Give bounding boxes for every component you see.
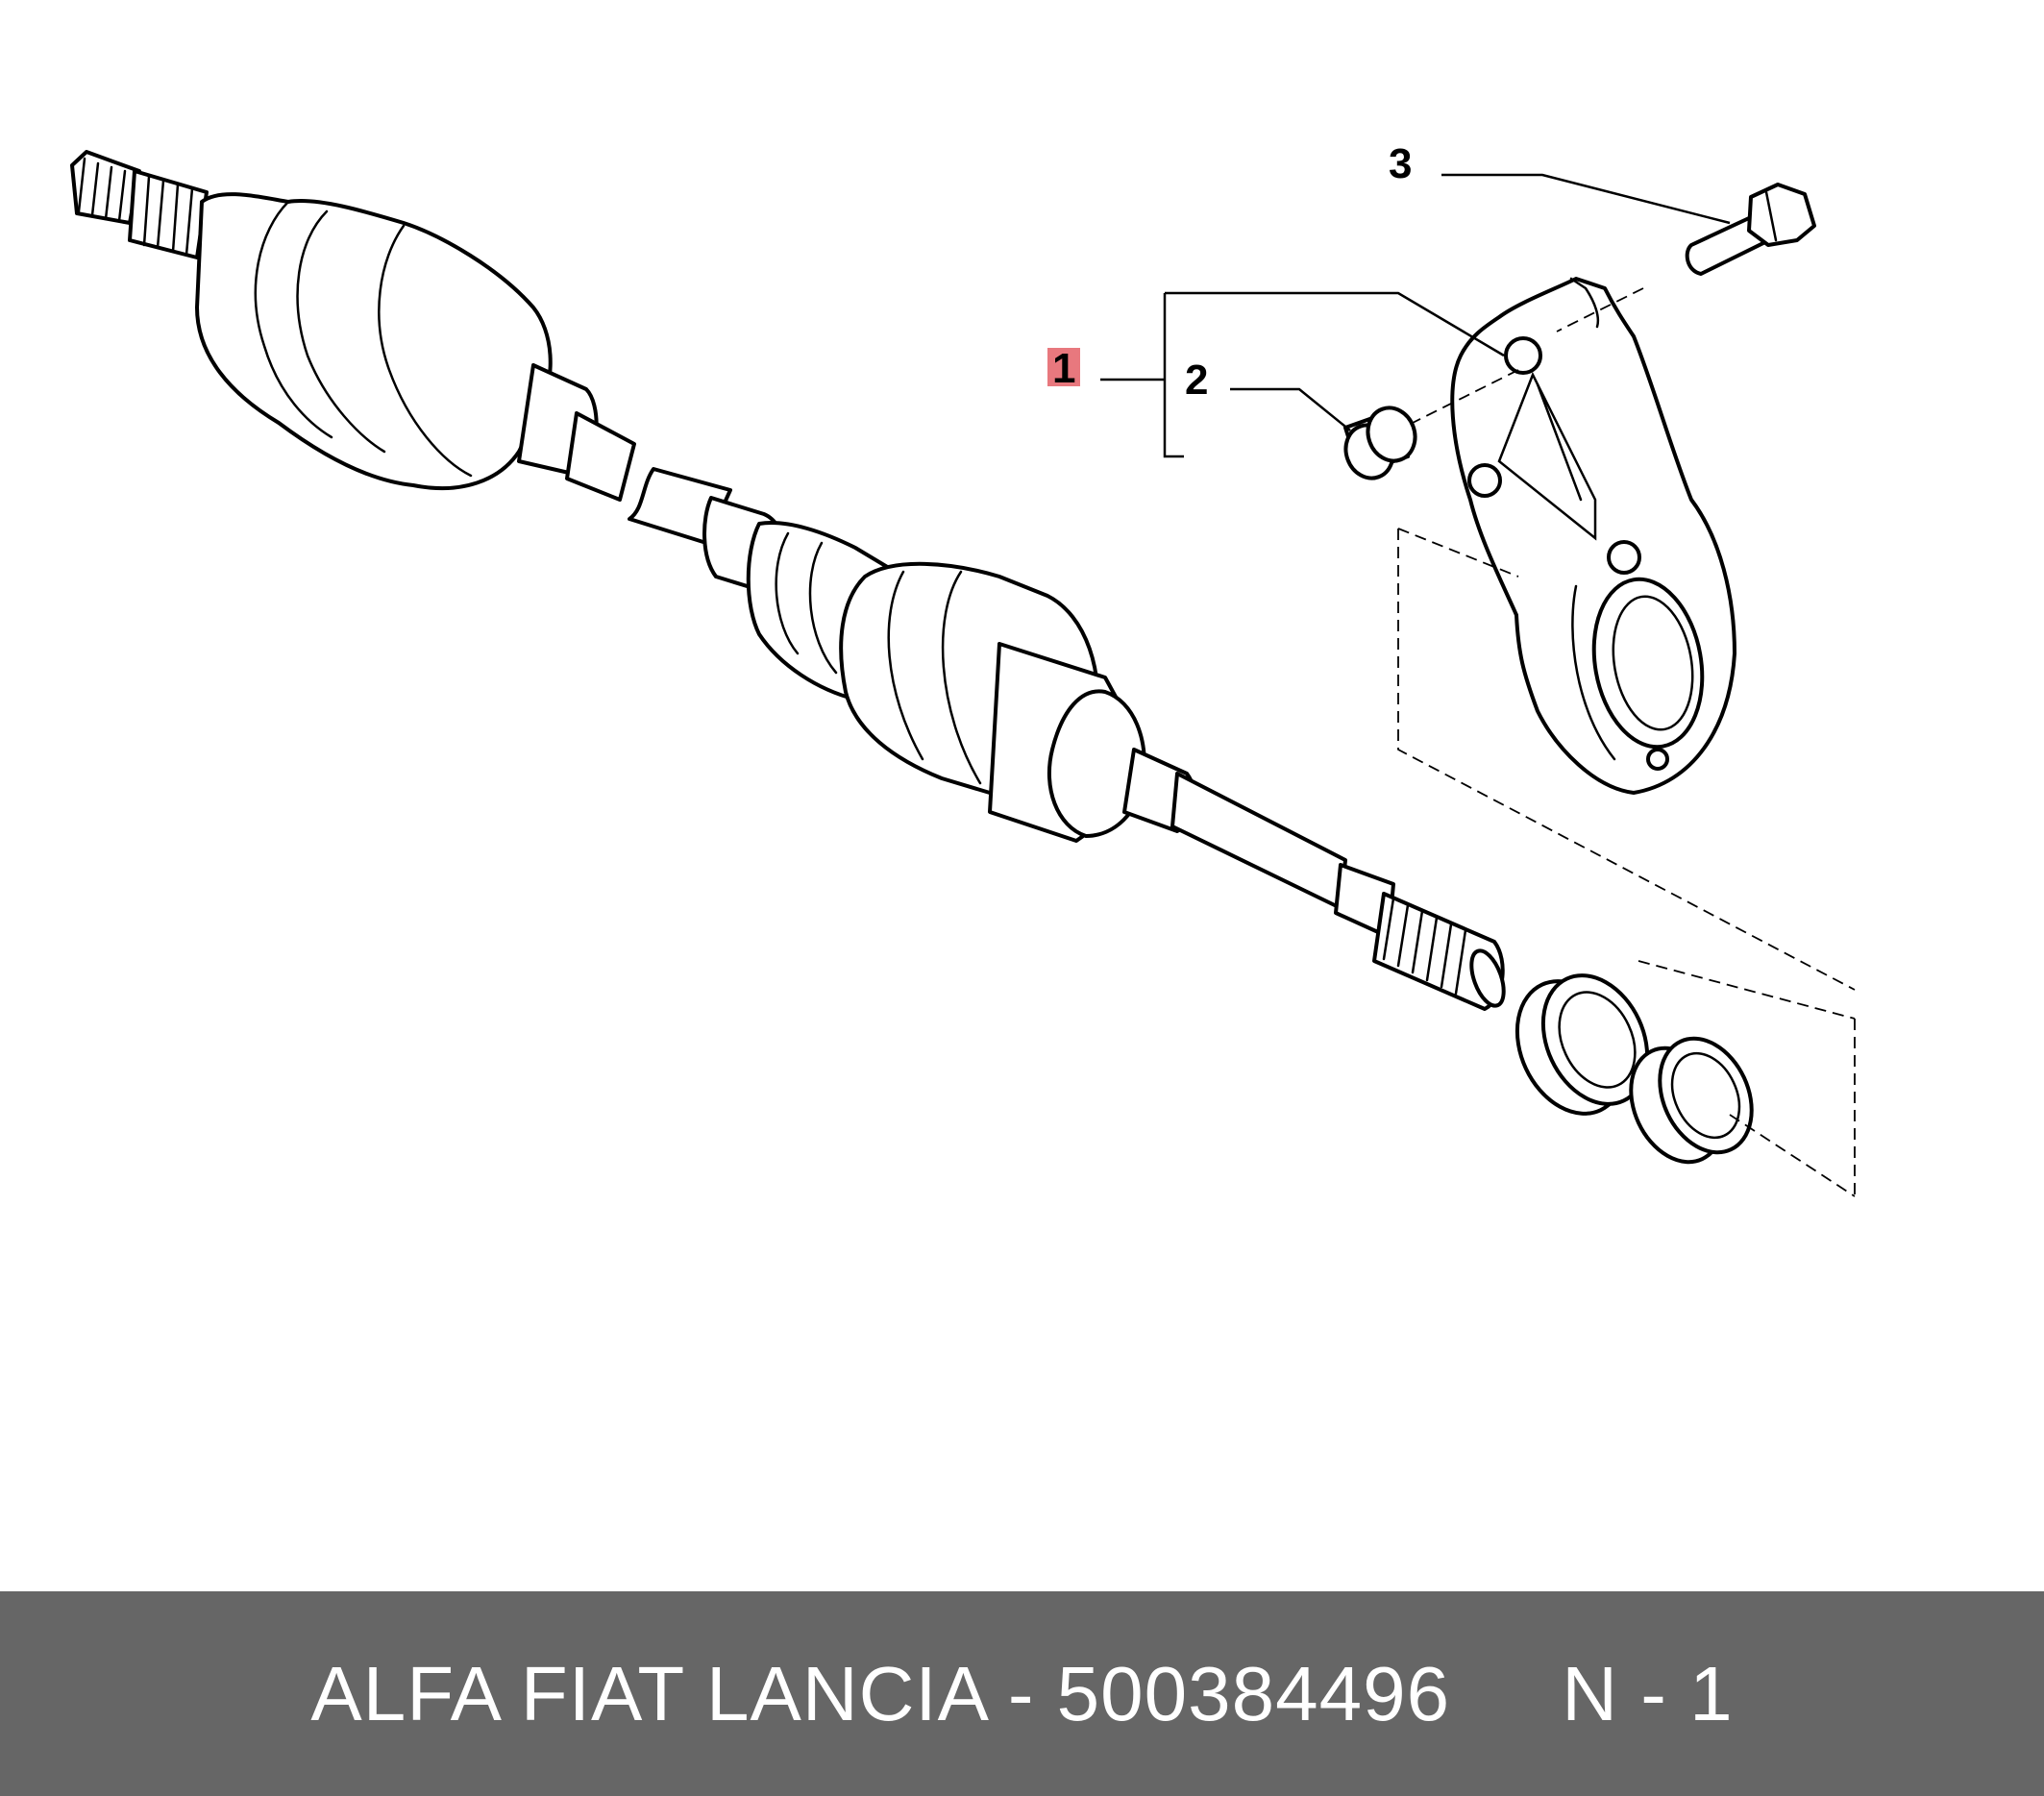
callout-1: 1 xyxy=(1052,345,1075,392)
outer-joint-boot xyxy=(195,192,636,502)
outer-cv-joint xyxy=(70,150,209,259)
part-number-footer: ALFA FIAT LANCIA - 500384496 N - 1 xyxy=(0,1591,2044,1796)
sleeve xyxy=(1343,406,1417,480)
footer-caption: ALFA FIAT LANCIA - 500384496 N - 1 xyxy=(310,1650,1733,1738)
bushing-ring xyxy=(1629,1036,1754,1165)
leader-lines xyxy=(1100,173,1731,458)
support-bracket xyxy=(1450,277,1736,795)
page-reference: N - 1 xyxy=(1562,1650,1734,1736)
brand-part-number: ALFA FIAT LANCIA - 500384496 xyxy=(310,1650,1451,1736)
drive-shaft xyxy=(1170,772,1506,1011)
exploded-parts-diagram: 1 2 3 xyxy=(70,140,1856,1197)
callout-3: 3 xyxy=(1389,140,1412,187)
callout-2: 2 xyxy=(1185,357,1208,404)
bearing-ring xyxy=(1515,973,1650,1116)
inner-cv-housing xyxy=(839,561,1197,843)
callout-1-highlight xyxy=(1047,348,1080,386)
bolt xyxy=(1685,183,1816,276)
footer-gap xyxy=(1450,1651,1562,1736)
alignment-lines xyxy=(1397,287,1856,1197)
